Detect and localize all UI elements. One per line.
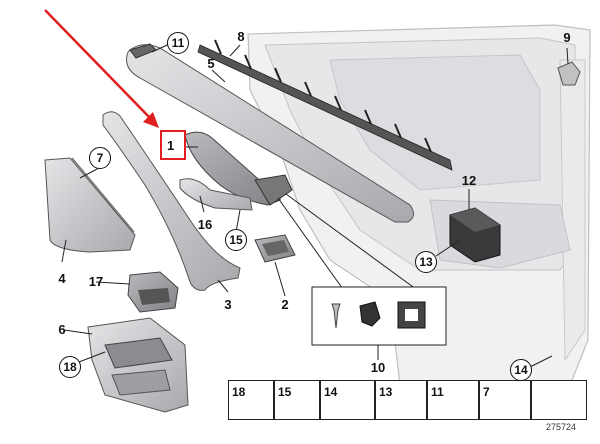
legend-box-shape [531,380,587,420]
label-5: 5 [207,56,215,71]
callout-arrow [44,9,159,128]
legend-box-13: 13 [375,380,427,420]
part-10-inset [311,286,447,346]
legend-box-11: 11 [427,380,479,420]
legend-label: 14 [324,385,338,399]
reference-number: 275724 [545,422,576,432]
circled-label-13: 13 [415,251,437,273]
label-16: 16 [197,217,213,232]
circled-label-text: 18 [63,360,77,374]
legend-label: 13 [379,385,393,399]
label-1: 1 [167,138,175,153]
part-8-strip [197,39,453,171]
label-6: 6 [58,322,66,337]
label-10: 10 [370,360,386,375]
legend-box-14: 14 [320,380,375,420]
part-5-trim [126,44,414,223]
circled-label-11: 11 [167,32,189,54]
part-6-bin [87,317,189,413]
legend-label: 18 [232,385,246,399]
label-12: 12 [461,173,477,188]
label-9: 9 [563,30,571,45]
circled-label-text: 7 [96,151,104,165]
circled-label-text: 15 [229,233,243,247]
part-9-clip [557,61,581,86]
label-4: 4 [58,271,66,286]
part-4-cover [44,157,136,253]
circled-label-text: 11 [171,36,185,50]
legend-box-7: 7 [479,380,531,420]
circled-label-18: 18 [59,356,81,378]
label-17: 17 [88,274,104,289]
legend-label: 7 [483,385,490,399]
legend-label: 11 [431,385,444,399]
label-3: 3 [224,297,232,312]
leader-lines [61,39,569,369]
part-2-switch [254,234,296,263]
legend-box-15: 15 [274,380,320,420]
label-8: 8 [237,29,245,44]
part-3-grip [102,111,241,291]
label-2: 2 [281,297,289,312]
circled-label-text: 14 [514,363,528,377]
part-12-block [449,207,501,263]
circled-label-text: 13 [419,255,433,269]
circled-label-7: 7 [89,147,111,169]
part-17-tray [127,271,179,313]
part-16-inner-handle [179,178,253,211]
legend-label: 15 [278,385,292,399]
circled-label-15: 15 [225,229,247,251]
highlighted-label-box: 1 [160,130,186,160]
circled-label-14: 14 [510,359,532,381]
legend-box-18: 18 [228,380,274,420]
